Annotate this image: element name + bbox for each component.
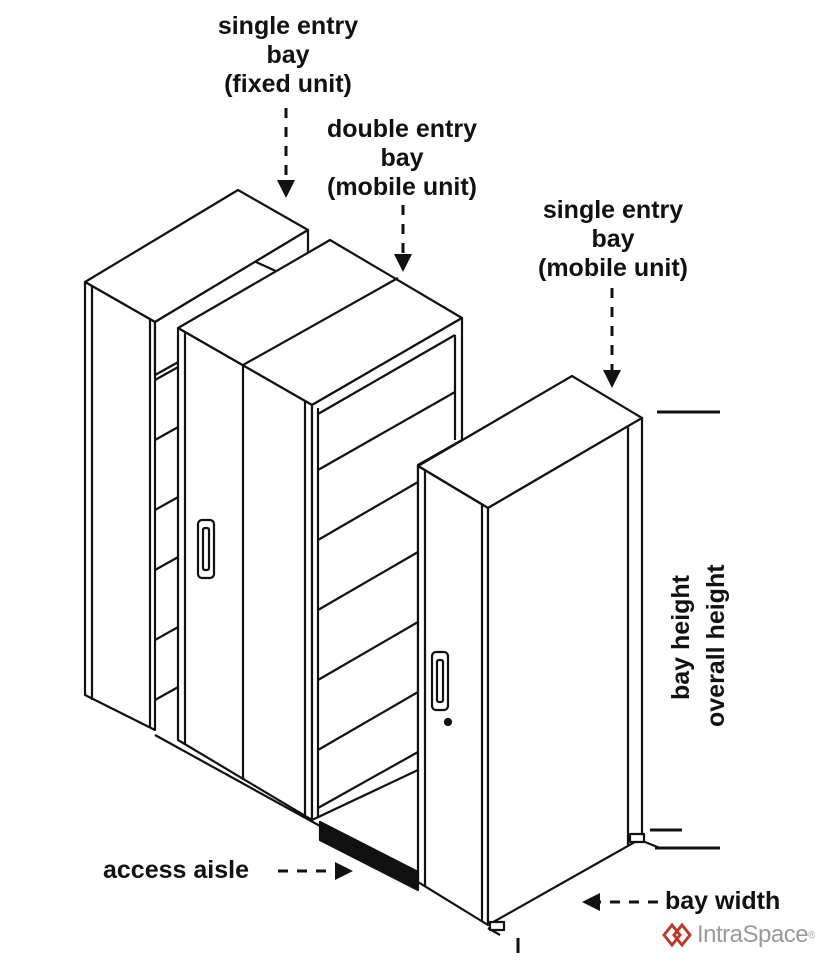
label-bay-width: bay width [665,887,781,915]
floor-rail [154,734,661,936]
intraspace-logo: IntraSpace ® [660,920,815,950]
single-mobile-unit [416,374,644,927]
label-access-aisle: access aisle [103,856,249,884]
label-single-entry-fixed: single entry bay (fixed unit) [217,12,359,98]
intraspace-logo-icon [662,922,692,948]
label-overall-height: overall height [702,564,730,727]
logo-registered-mark: ® [808,929,815,941]
label-double-entry-mobile: double entry bay (mobile unit) [326,115,477,201]
double-entry-unit [176,238,464,822]
logo-text: IntraSpace [697,921,809,948]
annotation-arrows [278,108,720,953]
label-bay-height: bay height [667,574,695,700]
arrowheads [277,180,621,911]
label-single-entry-mobile: single entry bay (mobile unit) [538,196,688,282]
